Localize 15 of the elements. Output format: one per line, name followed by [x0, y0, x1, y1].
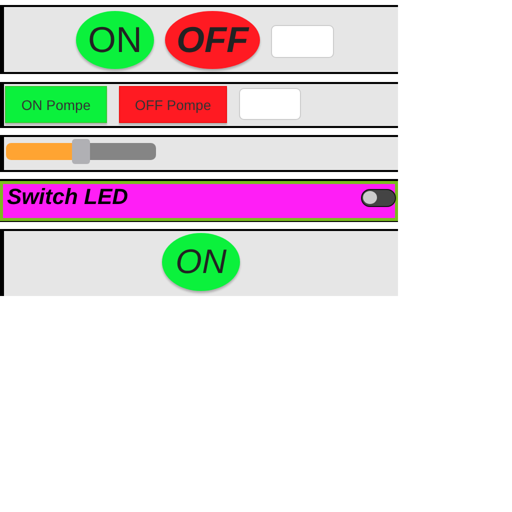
- input-field: [239, 88, 301, 120]
- round-button: ON: [162, 233, 240, 291]
- panel: [0, 179, 398, 222]
- panel-heading: Switch LED: [7, 184, 128, 210]
- round-button: OFF: [165, 11, 260, 69]
- push-button: OFF Pompe: [119, 86, 227, 123]
- slider: [6, 139, 156, 164]
- panel: [0, 229, 398, 296]
- panel: [0, 135, 398, 172]
- round-button: ON: [76, 11, 154, 69]
- input-field: [271, 25, 334, 58]
- panel: [0, 82, 398, 128]
- push-button: ON Pompe: [5, 86, 107, 123]
- toggle-switch: [361, 189, 396, 207]
- panel: [0, 5, 398, 74]
